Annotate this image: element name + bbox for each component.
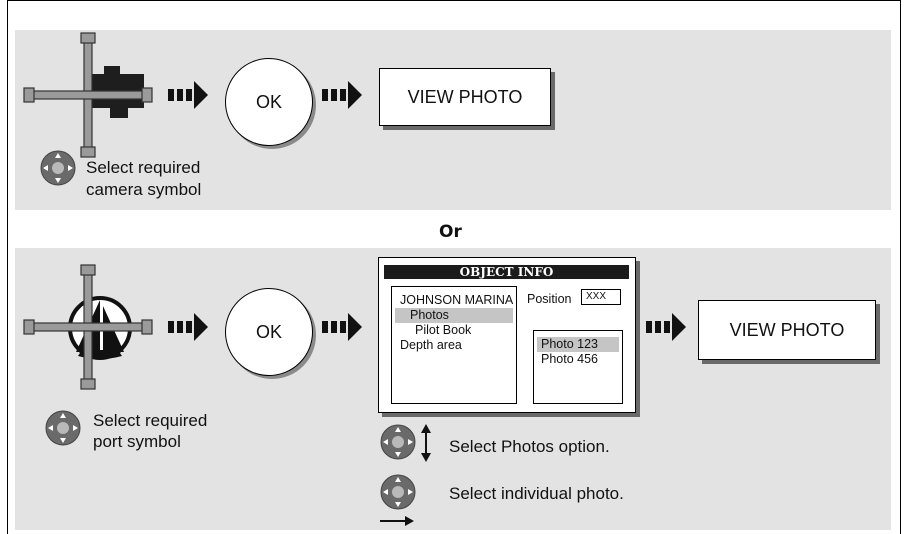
dashed-right-arrow-icon-2 [322,81,362,109]
view-photo-box-2: VIEW PHOTO [698,300,876,360]
up-down-arrow-icon [421,424,431,462]
figure-frame [7,0,901,534]
ok-button-2: OK [225,288,313,376]
trackpad-icon-2 [45,410,81,446]
ok-button-1: OK [225,58,313,146]
dashed-right-arrow-icon-4 [322,313,362,341]
ok-label-1: OK [255,91,282,112]
object-info-list: JOHNSON MARINA Photos Pilot Book Depth a… [391,286,517,404]
position-value-box: XXX [581,289,621,305]
object-info-dialog: OBJECT INFO JOHNSON MARINA Photos Pilot … [378,257,636,413]
object-item-1: Photos [395,308,513,323]
instruction-2: Select individual photo. [449,484,624,503]
ok-label-2: OK [255,321,282,342]
trackpad-icon-4 [380,474,416,510]
dialog-title: OBJECT INFO [384,265,629,279]
caption-1-line1: Select required [86,158,201,177]
cursor-crosshair-icon-2 [23,264,153,390]
trackpad-icon-3 [380,424,416,460]
caption-2-line1: Select required [93,411,208,430]
right-arrow-icon [380,516,414,526]
dashed-right-arrow-icon-3 [168,313,208,341]
view-photo-label-1: VIEW PHOTO [407,86,523,107]
view-photo-box-1: VIEW PHOTO [379,68,551,126]
view-photo-label-2: VIEW PHOTO [729,319,845,340]
instruction-1: Select Photos option. [449,437,610,456]
photo-item-1: Photo 456 [541,352,598,366]
dashed-right-arrow-icon-1 [168,81,208,109]
caption-1-line2: camera symbol [86,180,202,199]
caption-2-line2: port symbol [93,432,181,451]
photo-item-0: Photo 123 [537,337,619,352]
cursor-crosshair-icon-1 [23,32,153,158]
object-item-3: Depth area [400,338,462,352]
object-item-2: Pilot Book [415,323,472,337]
trackpad-icon-1 [40,150,76,186]
position-value: XXX [586,291,607,302]
dashed-right-arrow-icon-5 [646,313,686,341]
position-label: Position [527,292,572,306]
photo-list: Photo 123 Photo 456 [533,330,623,404]
object-item-0: JOHNSON MARINA [400,293,514,307]
or-label: Or [439,222,462,242]
